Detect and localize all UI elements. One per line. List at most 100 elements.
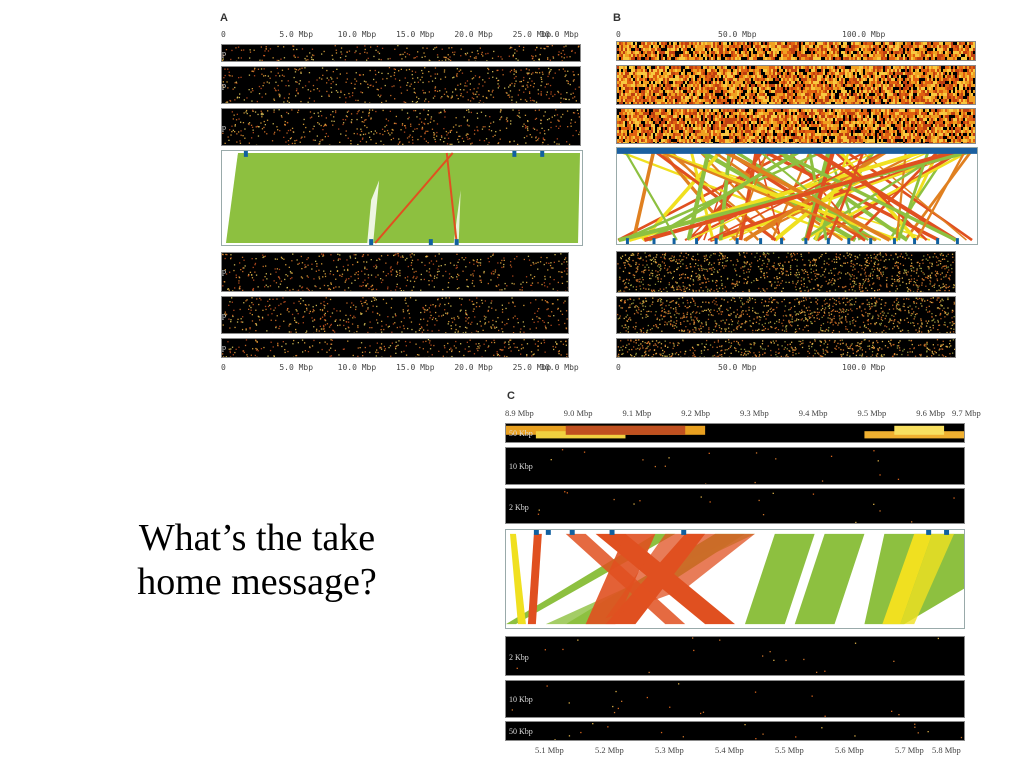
texture-dot (313, 112, 315, 115)
heat-cell (727, 57, 729, 60)
texture-dot (362, 137, 364, 139)
texture-dot (447, 58, 449, 60)
texture-dot (281, 116, 283, 118)
texture-dot (301, 136, 303, 138)
texture-dot (481, 51, 483, 54)
heat-cell (867, 69, 869, 72)
texture-dot (407, 82, 409, 84)
texture-dot (466, 124, 469, 126)
texture-dot (313, 125, 315, 127)
heat-cell (645, 45, 647, 48)
heat-cell (693, 45, 695, 48)
texture-dot (406, 257, 408, 260)
texture-dot (511, 282, 513, 285)
heat-cell (671, 99, 673, 102)
heat-cell (815, 96, 817, 99)
heat-cell (703, 78, 705, 81)
texture-dot (394, 322, 396, 324)
heat-cell (715, 84, 717, 87)
texture-dot (360, 134, 362, 136)
texture-dot (408, 136, 410, 138)
heat-cell (937, 51, 939, 54)
heat-cell (705, 54, 707, 57)
heat-cell (725, 87, 727, 90)
texture-dot (455, 347, 457, 349)
heat-cell (719, 54, 721, 57)
heat-cell (851, 66, 853, 69)
heat-cell (627, 96, 629, 99)
heat-cell (687, 51, 689, 54)
heat-cell (689, 72, 691, 75)
texture-dot (306, 287, 308, 289)
heat-cell (901, 78, 903, 81)
heat-cell (861, 96, 863, 99)
heat-cell (707, 48, 709, 51)
heat-cell (641, 45, 643, 48)
heat-cell (655, 75, 657, 78)
texture-dot (478, 94, 480, 96)
heat-cell (791, 78, 793, 81)
heat-cell (681, 48, 683, 51)
texture-dot (500, 56, 502, 58)
texture-dot (478, 262, 480, 264)
heat-cell (847, 81, 849, 84)
heat-cell (621, 93, 623, 96)
texture-dot (517, 59, 519, 61)
heat-cell (677, 57, 679, 60)
heat-cell (725, 72, 727, 75)
texture-dot (496, 353, 498, 355)
texture-dot (344, 59, 346, 61)
heat-cell (891, 72, 893, 75)
texture-dot (322, 328, 324, 330)
heat-texture (617, 66, 975, 104)
heat-cell (885, 99, 887, 102)
heat-cell (969, 54, 971, 57)
heat-cell (829, 69, 831, 72)
texture-dot (426, 270, 428, 272)
heat-cell (725, 42, 727, 45)
texture-dot (268, 82, 270, 84)
texture-dot (384, 349, 386, 352)
heat-cell (645, 102, 647, 104)
heat-cell (897, 48, 899, 51)
heat-cell (651, 72, 653, 75)
heat-cell (899, 51, 901, 54)
heat-cell (867, 51, 869, 54)
heat-cell (743, 102, 745, 104)
heat-cell (875, 42, 877, 45)
heat-cell (845, 48, 847, 51)
heat-cell (739, 81, 741, 84)
texture-dot (288, 266, 290, 268)
texture-dot (329, 144, 331, 145)
heat-cell (893, 99, 895, 102)
heat-cell (763, 54, 765, 57)
texture-dot (296, 81, 298, 83)
heat-cell (849, 96, 851, 99)
texture-dot (320, 110, 322, 112)
texture-dot (540, 78, 543, 80)
heat-cell (893, 66, 895, 69)
texture-dot (473, 263, 475, 265)
texture-dot (251, 302, 253, 304)
heat-cell (709, 57, 711, 60)
heat-cell (645, 72, 647, 75)
heat-cell (865, 42, 867, 45)
texture-dot (334, 320, 336, 322)
heat-cell (633, 72, 635, 75)
heat-cell (803, 96, 805, 99)
texture-dot (279, 325, 281, 327)
heat-cell (755, 96, 757, 99)
texture-dot (435, 311, 437, 314)
heat-cell (811, 45, 813, 48)
texture-dot (497, 142, 499, 145)
heat-cell (861, 90, 863, 93)
heat-cell (927, 54, 929, 57)
texture-dot (252, 287, 255, 290)
heat-cell (733, 42, 735, 45)
heat-cell (821, 75, 823, 78)
texture-dot (503, 259, 505, 261)
heat-cell (877, 84, 879, 87)
texture-dot (502, 331, 504, 333)
heat-cell (881, 57, 883, 60)
texture-dot (465, 257, 467, 259)
